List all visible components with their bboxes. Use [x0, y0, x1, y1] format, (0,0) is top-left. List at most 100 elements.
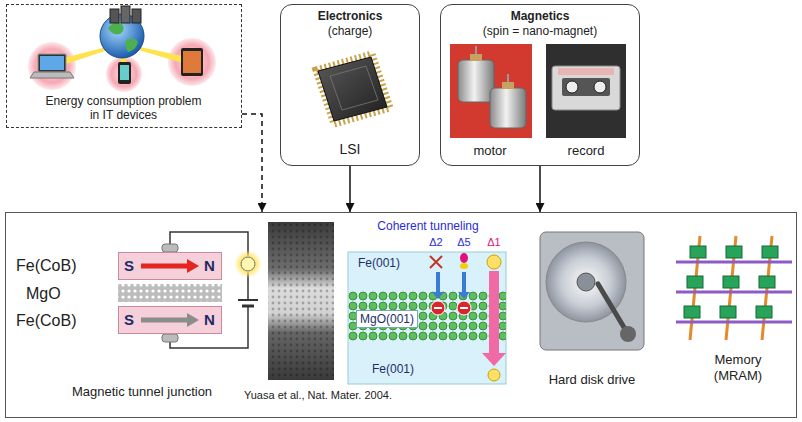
cassette-illustration-part — [594, 81, 606, 93]
magnetization-arrow — [141, 318, 189, 323]
lsi-chip-illustration-part — [330, 66, 378, 110]
electronics-box: Electronics(charge)LSI — [280, 4, 420, 166]
coherent-tunneling-illustration-part — [348, 291, 506, 341]
motor-illustration-part — [490, 88, 526, 128]
it-devices-illustration-part — [38, 54, 66, 72]
layer-label: Fe(CoB) — [16, 311, 76, 330]
it-devices-illustration-part — [108, 23, 124, 35]
coherent-tunneling-illustration — [348, 252, 506, 384]
magnet-layer: SN — [118, 306, 222, 334]
box-subheading: (charge) — [328, 24, 373, 38]
it-devices-illustration-part — [28, 42, 76, 90]
coherent-tunneling-illustration-part — [432, 292, 444, 299]
coherent-tunneling-illustration-part — [460, 253, 468, 263]
magnet-layer: SN — [118, 252, 222, 280]
it-devices-illustration-part — [125, 38, 138, 52]
lsi-chip-illustration-part — [316, 54, 390, 124]
arrow-connector — [349, 166, 351, 212]
coherent-tunneling-illustration-part — [460, 307, 468, 309]
magnetization-arrow — [187, 259, 199, 273]
figure-title: Coherent tunneling — [377, 219, 478, 233]
tunnel-junction-illustration-part — [162, 334, 178, 342]
motor-illustration-part — [458, 60, 494, 102]
tunnel-junction-illustration-part — [242, 305, 254, 308]
cassette-illustration-part — [546, 44, 626, 138]
mram-illustration-part — [762, 246, 778, 258]
motor-illustration — [450, 44, 532, 138]
tunnel-junction-illustration-part — [162, 244, 178, 252]
coherent-tunneling-illustration-part — [462, 272, 466, 292]
tunnel-junction-illustration-part — [118, 284, 222, 302]
band-symbol: Δ2 — [429, 236, 442, 249]
mram-illustration-part — [684, 306, 700, 318]
tem-image — [268, 222, 334, 380]
tunnel-junction-illustration-part — [238, 299, 258, 301]
cassette-illustration-part — [552, 66, 620, 110]
motor-illustration-part — [450, 44, 532, 138]
coherent-tunneling-illustration-part — [460, 263, 468, 269]
motor-illustration-part — [507, 74, 509, 82]
layer-label: MgO(001) — [356, 310, 418, 328]
mram-illustration-part — [676, 262, 792, 322]
it-devices-illustration-part — [40, 56, 64, 70]
tunnel-junction-illustration-part — [234, 250, 262, 278]
hard-disk-illustration-part — [540, 232, 644, 350]
mram-illustration-part — [756, 306, 772, 318]
tunnel-junction-illustration-part — [118, 284, 222, 302]
mram-illustration-part — [726, 246, 742, 258]
pole-label: N — [204, 311, 215, 329]
cassette-illustration-part — [558, 68, 614, 75]
it-devices-illustration-part — [110, 9, 119, 23]
box-heading: Electronics — [318, 9, 383, 23]
layer-label: Fe(001) — [358, 256, 400, 270]
it-devices-illustration-part — [121, 6, 130, 23]
coherent-tunneling-illustration-part — [488, 369, 500, 381]
cassette-illustration-part — [562, 78, 610, 96]
it-devices-illustration — [28, 6, 216, 92]
mram-illustration-part — [687, 276, 703, 288]
motor-illustration-part — [470, 54, 482, 61]
it-devices-illustration-part — [168, 38, 216, 86]
layer-label: MgO — [26, 284, 61, 303]
cassette-illustration — [546, 44, 626, 138]
it-devices-illustration-part — [132, 9, 141, 23]
box-heading: Magnetics — [511, 9, 570, 23]
it-devices-illustration-part — [181, 48, 203, 76]
tem-image-part — [268, 222, 334, 380]
mram-illustration — [676, 236, 792, 340]
pole-label: S — [124, 311, 134, 329]
coherent-tunneling-illustration-part — [434, 307, 442, 309]
image-caption: motor — [473, 143, 506, 159]
coherent-tunneling-illustration-part — [431, 301, 445, 315]
hard-disk-illustration-part — [577, 273, 595, 291]
coherent-tunneling-illustration-part — [457, 301, 471, 315]
problem-box: Energy consumption problem in IT devices — [6, 4, 242, 128]
band-symbol: Δ1 — [487, 236, 500, 249]
it-devices-illustration-part — [183, 51, 201, 73]
it-devices-illustration-part — [120, 65, 129, 80]
figure-caption: Memory (MRAM) — [703, 352, 773, 384]
layer-label: Fe(CoB) — [16, 256, 76, 275]
motor-illustration-part — [475, 46, 477, 54]
coherent-tunneling-illustration-part — [348, 252, 506, 384]
magnetization-arrow — [187, 313, 199, 327]
motor-illustration-part — [502, 82, 514, 89]
layer-label: Fe(001) — [372, 362, 414, 376]
hard-disk-illustration-part — [620, 326, 636, 342]
magnetics-box: Magnetics(spin = nano-magnet) motor record — [440, 4, 640, 166]
coherent-tunneling-illustration-part — [458, 292, 470, 299]
mram-illustration-part — [759, 276, 775, 288]
mram-illustration-part — [690, 246, 706, 258]
coherent-tunneling-illustration-part — [436, 272, 440, 292]
image-caption: record — [568, 143, 605, 159]
pole-label: S — [124, 257, 134, 275]
hard-disk-illustration — [540, 232, 644, 350]
box-subheading: (spin = nano-magnet) — [483, 24, 597, 38]
tunnel-junction-illustration — [118, 232, 262, 348]
mram-illustration-part — [720, 306, 736, 318]
tunnel-junction-illustration-part — [241, 257, 255, 271]
coherent-tunneling-illustration-part — [489, 271, 499, 353]
